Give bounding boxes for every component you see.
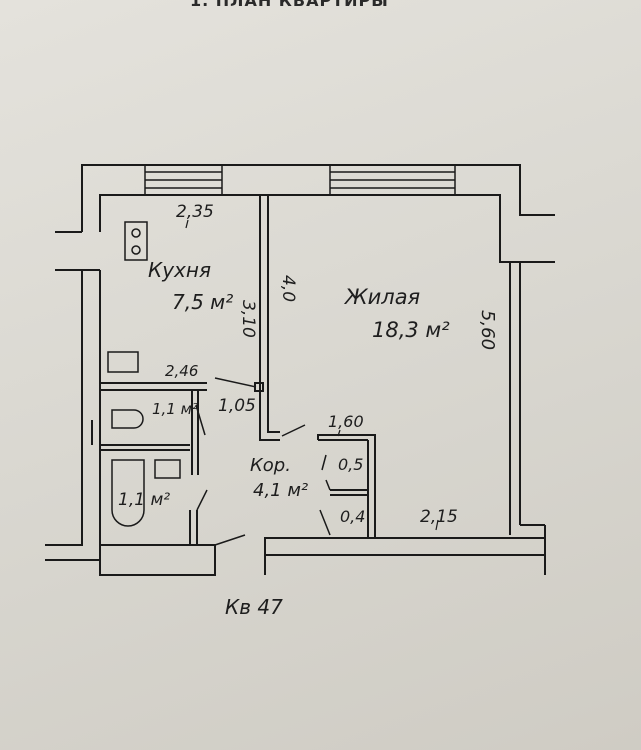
dimension-ticks (185, 219, 439, 531)
dim-bath-width: 2,46 (165, 362, 199, 380)
corridor-label: Кор. (250, 455, 291, 476)
toilet-area: 1,1 м² (152, 400, 198, 418)
living-area: 18,3 м² (372, 318, 450, 342)
kitchen-area: 7,5 м² (172, 290, 234, 314)
sink-icon (107, 351, 139, 373)
dim-partition: 4,0 (278, 275, 298, 303)
toilet-icon (111, 409, 144, 429)
dim-living-bottom: 2,15 (420, 507, 458, 527)
dim-kitchen-length: 3,10 (238, 300, 258, 338)
dim-kitchen-width: 2,35 (176, 202, 214, 222)
dim-closet-width: 1,60 (328, 412, 364, 431)
closet2-area: 0,4 (340, 507, 366, 526)
closet1-area: 0,5 (338, 455, 364, 474)
corridor-area: 4,1 м² (253, 480, 309, 501)
bathtub-icon (111, 459, 145, 527)
dim-corridor-width: 1,05 (218, 396, 256, 416)
stove-icon (124, 221, 148, 261)
living-label: Жилая (345, 285, 421, 309)
doors (195, 377, 331, 546)
plan-title: 1. ПЛАН КВАРТИРЫ (190, 0, 389, 10)
bath-area: 1,1 м² (118, 490, 171, 510)
apartment-label: Кв 47 (225, 595, 283, 619)
interior-walls (91, 195, 376, 545)
dim-living-length: 5,60 (477, 310, 498, 351)
windows (144, 165, 456, 195)
kitchen-label: Кухня (148, 258, 211, 282)
fixtures (107, 221, 181, 527)
outer-walls (45, 164, 555, 576)
